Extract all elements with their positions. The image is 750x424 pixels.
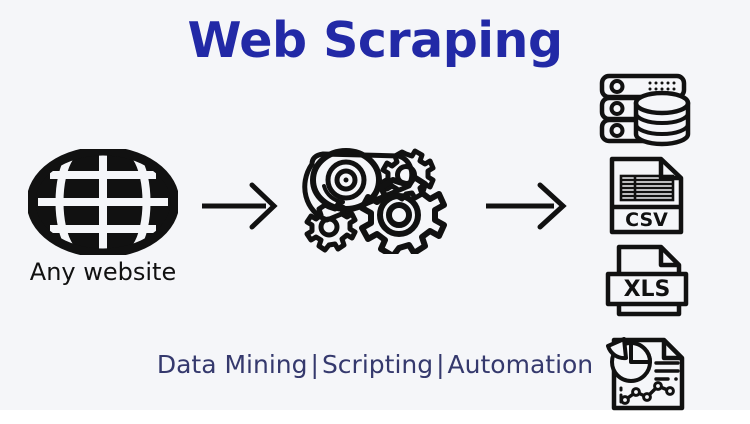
tagline-separator-2: | xyxy=(436,350,445,379)
xls-file-icon: XLS xyxy=(598,244,702,328)
tagline: Data Mining|Scripting|Automation xyxy=(0,352,750,377)
tagline-item-3: Automation xyxy=(447,350,594,379)
csv-file-icon: CSV xyxy=(598,156,702,240)
globe-icon xyxy=(8,148,198,256)
source-stage: Any website xyxy=(8,148,198,285)
web-scraping-infographic: Web Scraping xyxy=(0,12,750,411)
gear-small-bottom xyxy=(304,201,358,253)
source-label: Any website xyxy=(29,258,177,286)
tagline-item-2: Scripting xyxy=(321,350,434,379)
page-title: Web Scraping xyxy=(187,12,563,69)
gear-large xyxy=(359,174,447,259)
csv-label: CSV xyxy=(625,209,668,231)
report-chart-icon xyxy=(598,332,702,420)
arrow-right-icon xyxy=(200,180,282,236)
tagline-item-1: Data Mining xyxy=(156,350,308,379)
outputs-stage: CSV XLS xyxy=(598,72,702,424)
xls-label: XLS xyxy=(624,277,671,302)
tagline-separator-1: | xyxy=(310,350,319,379)
arrow-right-icon xyxy=(484,180,572,236)
gears-belt-icon xyxy=(293,146,453,259)
database-server-icon xyxy=(598,72,702,152)
